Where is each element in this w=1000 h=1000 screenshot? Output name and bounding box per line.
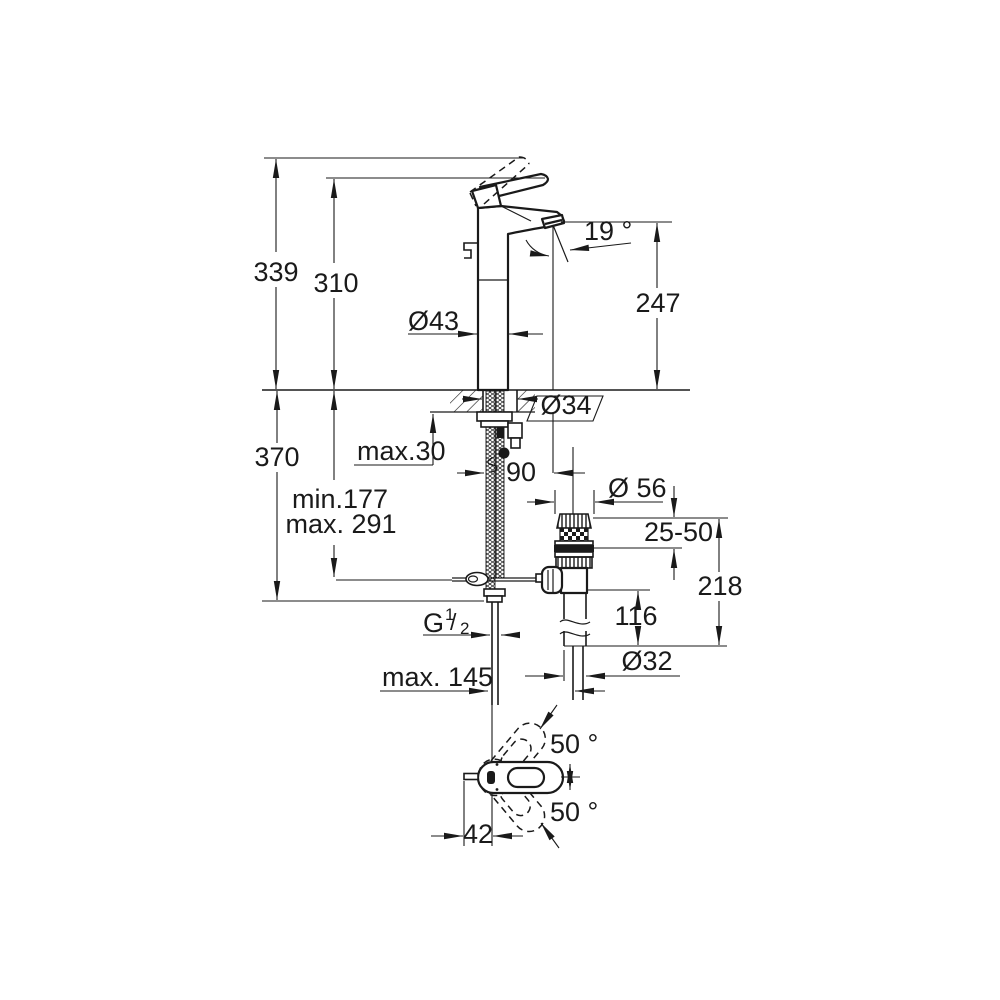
hose-hex-nut-upper [483,588,506,597]
dim-deck-thickness-max30: max.30 [354,414,446,466]
dim-label-o56: Ø 56 [608,473,667,503]
waste-seal-band [554,545,594,552]
waste-knurled-cap [556,513,592,529]
dim-swivel-angles: 50 ° 50 ° [539,704,598,849]
dim-tailpipe-diameter-32: Ø32 [525,646,680,695]
dim-spout-outlet-height-247: 247 [635,223,681,389]
dim-label-42: 42 [463,819,493,849]
dim-thread-g-half: G 1 / 2 [423,605,520,639]
stream-angled-line [552,224,569,263]
faucet-outline [476,204,566,392]
thread-label-numerator: 1 [445,605,454,624]
dim-label-218: 218 [697,571,742,601]
dim-spout-angle-19: 19 ° [525,216,672,257]
shank-washer [480,420,509,428]
dim-waste-flange-56: Ø 56 [527,473,667,514]
pop-up-rod-top-hook [463,242,477,259]
leader-line [569,242,632,252]
linkage-knob [540,565,564,595]
thread-label-g: G [423,608,444,638]
rod-ball-joint [498,447,510,459]
raised-handle-base-edge [469,192,477,207]
rod-fitting [497,424,504,438]
dim-hose-reach-max145: max. 145 [380,662,493,695]
dim-label-o43: Ø43 [408,306,459,336]
dim-label-50-up: 50 ° [550,729,598,759]
dim-pull-rod-range: min.177 max. 291 [285,391,452,581]
temperature-rod [463,772,479,781]
aerator-slot [544,218,563,226]
angle-arc [525,239,550,257]
tailpipe-break-lower [559,631,591,637]
pivot-dot-top [495,763,499,766]
label-frame [526,395,604,422]
counter-hatch-left [450,390,483,412]
raised-handle-top-edge [469,156,520,193]
thread-label-denominator: 2 [460,619,469,638]
mounting-bracket [507,422,523,439]
dim-height-to-handle-310: 310 [313,177,545,389]
dim-label-339: 339 [253,257,298,287]
pivot-dot-bottom [495,788,499,791]
dim-label-25-50: 25-50 [644,517,713,547]
tailpipe-break-upper [559,619,591,625]
angle-leader-top [539,704,558,730]
waste-tee-body [559,566,589,595]
dim-overall-height-339: 339 [253,157,523,389]
dim-label-90: 90 [506,457,536,487]
dim-label-247: 247 [635,288,680,318]
handle-grip-window [506,766,546,789]
raised-handle-bottom-edge [483,163,530,205]
dim-label-min177: min.177 [292,484,388,514]
handle-cartridge-mark [487,771,495,784]
waste-flange [554,540,594,546]
linkage-knob-stub [535,573,543,583]
linkage-clevis-pin [467,575,479,583]
dim-label-o32: Ø32 [621,646,672,676]
dim-label-50-down: 50 ° [550,797,598,827]
pop-up-waste-assembly [535,447,594,700]
rod-s-hook [487,456,498,473]
waste-clamp-nut [555,556,593,569]
hose-hex-nut-lower [486,595,503,603]
dim-hole-diameter-34: Ø34 [462,390,604,422]
angle-leader-bottom [540,822,560,849]
side-view: 339 310 19 ° 247 Ø43 Ø34 [253,156,743,762]
dim-body-diameter-43: Ø43 [408,306,543,338]
dim-label-max291: max. 291 [285,509,396,539]
dim-clamping-range-25-50: 25-50 [593,486,728,580]
waste-grid-section [559,527,589,542]
dim-rod-offset-42: 42 [431,781,523,849]
dim-label-310: 310 [313,268,358,298]
thread-label-slash: / [450,609,457,635]
under-counter-assembly [452,390,545,762]
dim-under-counter-370: 370 [254,391,484,602]
dim-label-19deg: 19 ° [584,216,632,246]
faucet-body [463,156,569,473]
dim-label-116: 116 [614,601,657,631]
dim-spout-reach-90: 90 [457,457,585,487]
dim-waste-height-218: 218 [697,519,743,645]
dim-label-o34: Ø34 [540,390,591,420]
counter-deck [262,389,690,413]
mounting-bracket-lower [510,437,521,449]
dim-label-max30: max.30 [357,436,446,466]
spout-front-edge [500,205,532,222]
dim-tailpipe-length-116: 116 [564,589,727,647]
dim-label-max145: max. 145 [382,662,493,692]
shank-flange-nut [476,411,513,422]
handle-base [470,183,503,210]
handle-top-view: 50 ° 50 ° 42 [431,704,598,849]
handle-raised-dashed [469,156,530,207]
dim-label-370: 370 [254,442,299,472]
raised-handle-tip [518,156,530,165]
